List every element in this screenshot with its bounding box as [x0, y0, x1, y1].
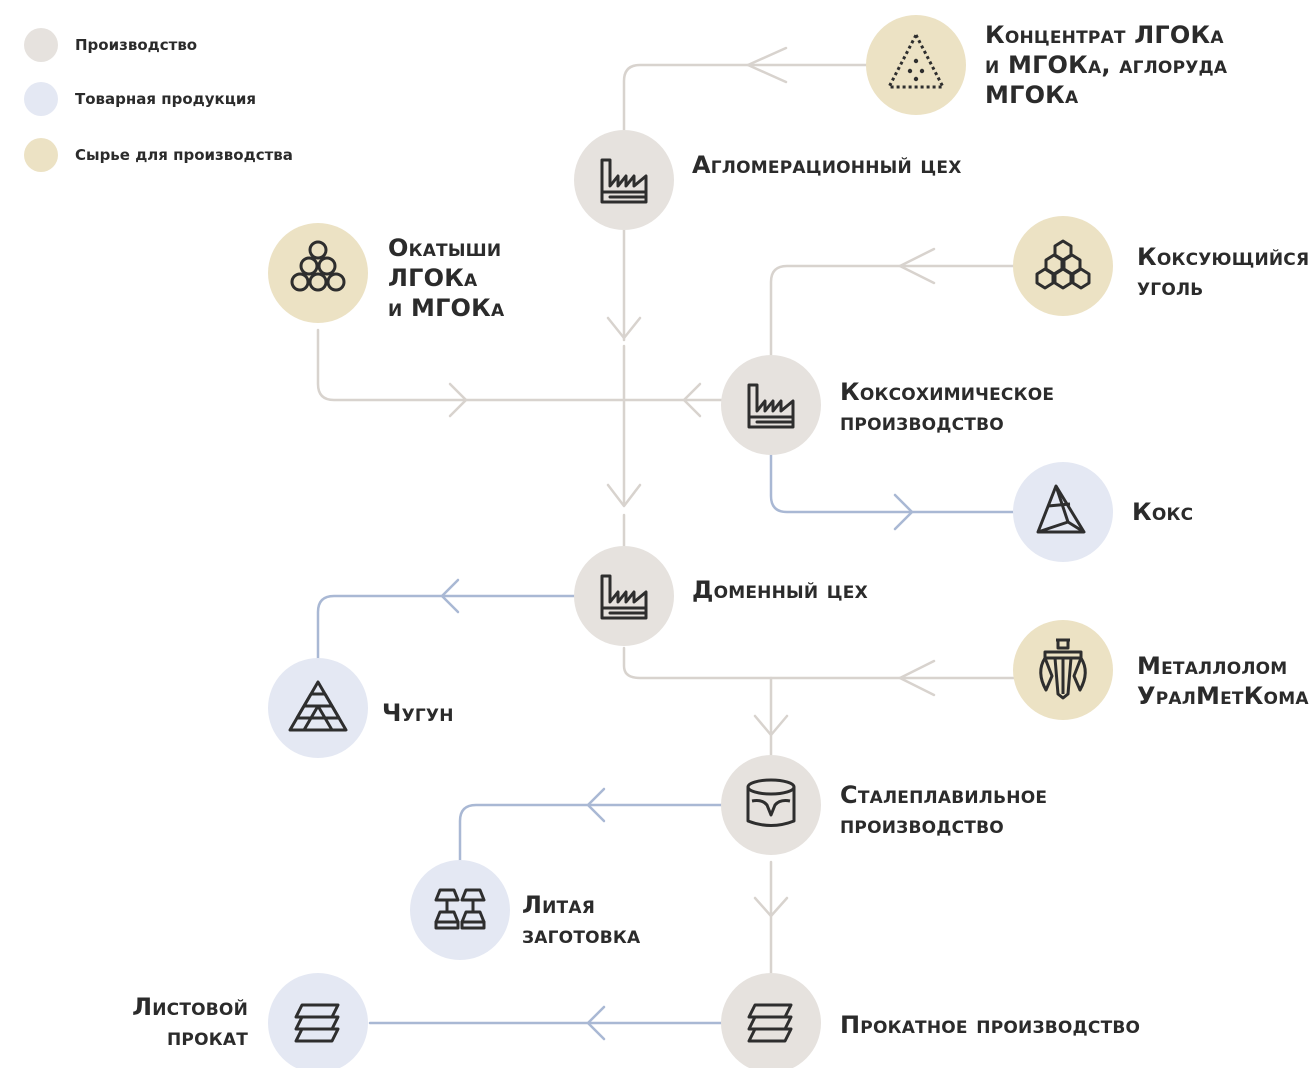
node-pig-iron [268, 658, 368, 758]
node-sinter [574, 130, 674, 230]
node-scrap [1013, 620, 1113, 720]
ore-triangle-icon [887, 33, 945, 89]
legend-label-production: Производство [75, 36, 198, 54]
ladle-icon [746, 778, 796, 827]
label-steelmaking: Сталеплавильное производство [840, 781, 1048, 839]
node-coke-chem [721, 355, 821, 455]
coke-icon [1036, 484, 1086, 534]
legend-item-production: Производство [24, 28, 197, 62]
legend-item-products: Товарная продукция [24, 82, 256, 116]
label-billet: Литая заготовка [522, 891, 641, 949]
node-billet [410, 860, 510, 960]
node-sheet [268, 973, 368, 1068]
node-pellets [268, 223, 368, 323]
legend-dot-products [24, 82, 58, 116]
label-sheet: Листовой прокат [132, 993, 248, 1051]
pellets-icon [290, 240, 346, 292]
pig-iron-icon [288, 680, 348, 732]
legend-label-raw: Сырье для производства [75, 146, 293, 164]
legend-dot-production [24, 28, 58, 62]
node-blast-furnace [574, 546, 674, 646]
label-coke: Кокс [1132, 498, 1194, 526]
legend-dot-raw [24, 138, 58, 172]
label-rolling: Прокатное производство [840, 1011, 1141, 1039]
production-flow-lines [316, 46, 1017, 977]
node-concentrate [866, 15, 966, 115]
billet-icon [434, 888, 486, 930]
label-pig-iron: Чугун [382, 699, 454, 727]
label-scrap: Металлолом УралМетКома [1137, 652, 1309, 710]
legend-item-raw: Сырье для производства [24, 138, 293, 172]
product-flow-lines [316, 453, 1017, 1041]
legend-label-products: Товарная продукция [75, 90, 256, 108]
node-rolling [721, 973, 821, 1068]
node-steelmaking [721, 755, 821, 855]
label-blast-furnace: Доменный цех [692, 576, 868, 604]
label-coke-chem: Коксохимическое производство [840, 378, 1055, 436]
label-concentrate: Концентрат ЛГОКа и МГОКа, аглоруда МГОКа [985, 21, 1228, 109]
scrap-claw-icon [1039, 638, 1087, 700]
label-pellets: Окатыши ЛГОКа и МГОКа [388, 234, 505, 322]
label-sinter: Агломерационный цех [692, 151, 962, 179]
node-coking-coal [1013, 216, 1113, 316]
coal-hexagons-icon [1035, 239, 1091, 290]
label-coking-coal: Коксующийся уголь [1137, 243, 1310, 301]
node-coke [1013, 462, 1113, 562]
